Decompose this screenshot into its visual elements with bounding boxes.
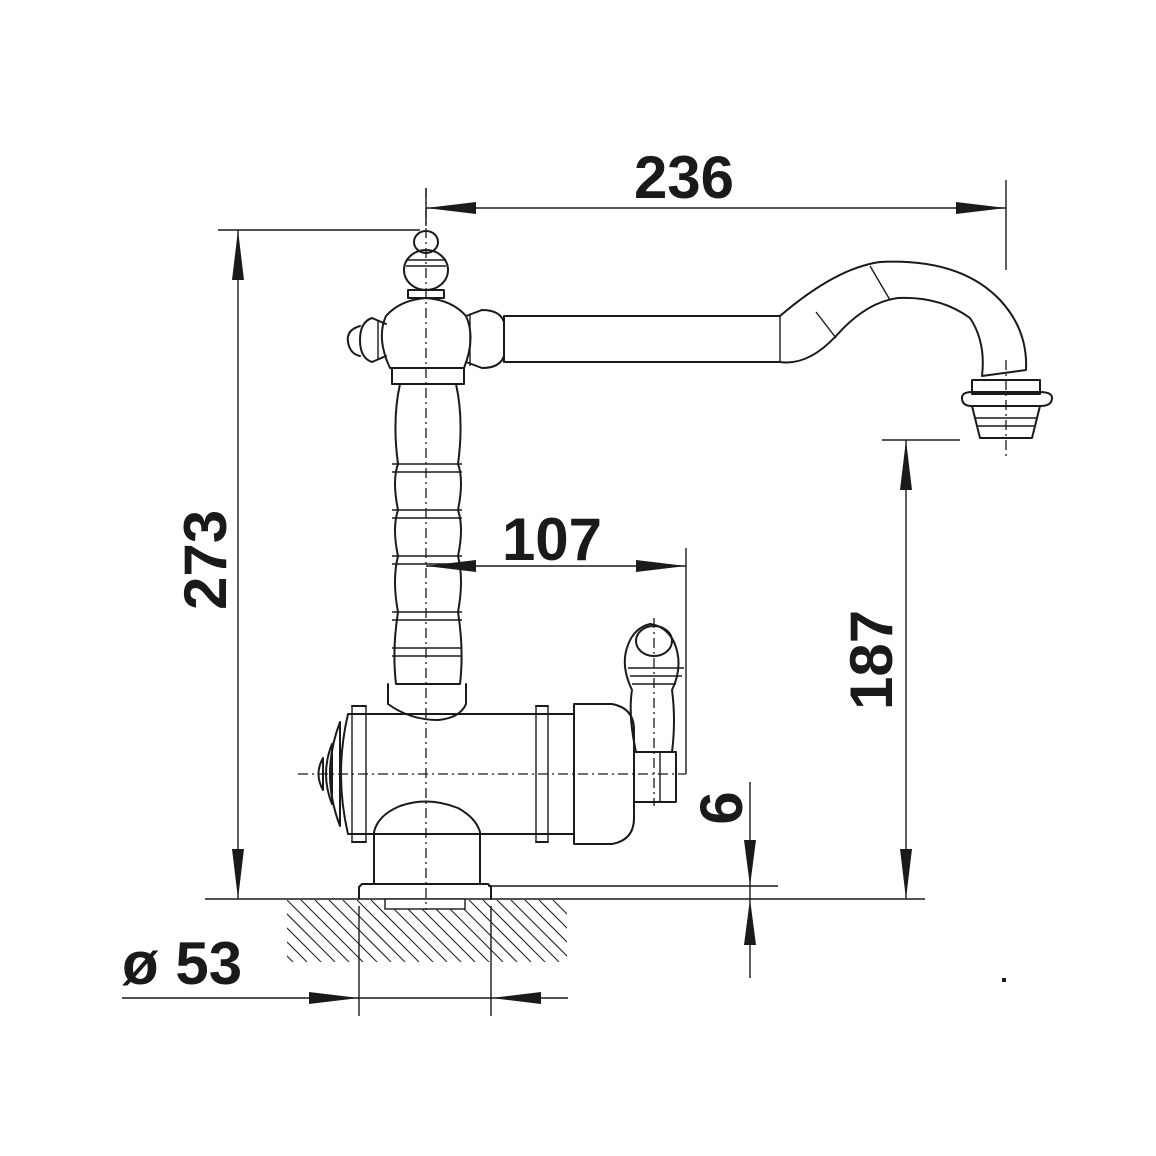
dimension-spout-height: 187 — [838, 439, 960, 899]
lever-offset-label: 107 — [502, 506, 602, 573]
base-pedestal — [373, 800, 481, 885]
spout-height-label: 187 — [838, 610, 905, 710]
countertop — [205, 885, 925, 962]
dimension-mount-thickness: 6 — [688, 782, 756, 978]
hole-diameter-label: ø 53 — [122, 930, 242, 997]
dimension-spout-reach: 236 — [425, 144, 1007, 270]
faucet-outline — [298, 188, 1053, 910]
valve-body — [340, 713, 575, 835]
column-joint — [387, 683, 467, 721]
mounting-hole-insert — [384, 898, 466, 910]
dimension-total-height: 273 — [172, 229, 420, 899]
aerator — [961, 379, 1053, 439]
dimension-hole-diameter: ø 53 — [122, 906, 568, 1016]
dimension-lever-offset: 107 — [426, 506, 687, 774]
decorative-column — [391, 367, 465, 685]
mount-thickness-label: 6 — [688, 791, 755, 824]
stray-mark — [1002, 978, 1006, 982]
spout-reach-label: 236 — [634, 144, 734, 211]
total-height-label: 273 — [172, 510, 239, 610]
top-finial — [403, 230, 449, 299]
base-flange — [358, 883, 492, 900]
left-end-cap — [317, 721, 341, 827]
spout — [503, 260, 1028, 377]
countertop-hatching — [287, 900, 567, 962]
